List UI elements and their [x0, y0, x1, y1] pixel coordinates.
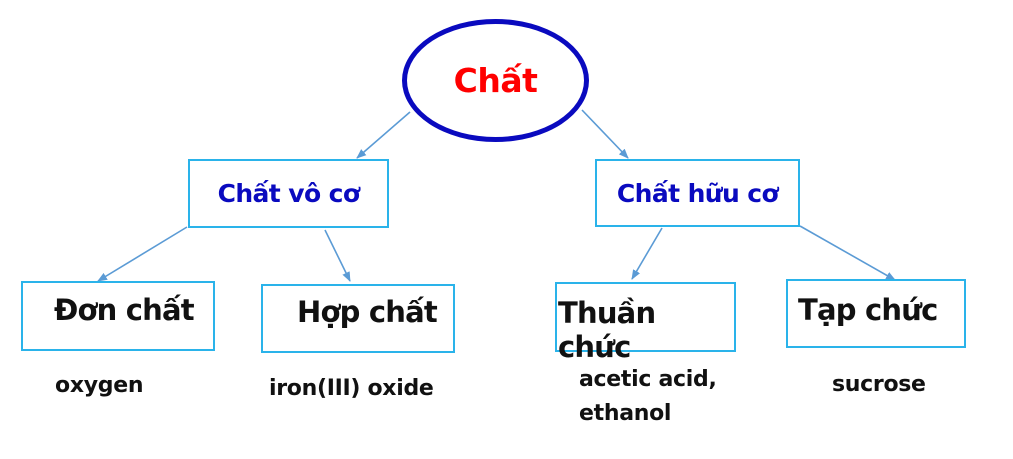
root-node-chat: Chất: [402, 19, 589, 142]
node-compound-label: Hợp chất: [297, 295, 438, 329]
example-multifunctional-text: sucrose: [832, 372, 926, 397]
node-element: Đơn chất: [21, 281, 215, 351]
example-multifunctional: sucrose: [832, 368, 926, 402]
arrow-organic-to-monofunctional: [631, 227, 663, 280]
node-multifunctional-label: Tạp chức: [798, 293, 938, 327]
example-element-text: oxygen: [55, 373, 144, 398]
example-element: oxygen: [55, 369, 143, 403]
arrow-root-to-inorganic: [356, 111, 411, 159]
example-compound: iron(III) oxide: [269, 372, 434, 406]
node-organic: Chất hữu cơ: [595, 159, 800, 227]
node-inorganic-label: Chất vô cơ: [217, 179, 360, 208]
arrow-inorganic-to-element: [97, 226, 188, 282]
node-multifunctional: Tạp chức: [786, 279, 966, 348]
example-monofunctional-line-2: ethanol: [579, 401, 672, 426]
arrow-root-to-organic: [581, 109, 629, 159]
example-compound-text: iron(III) oxide: [269, 376, 434, 401]
node-element-label: Đơn chất: [54, 293, 195, 327]
arrow-organic-to-multifunctional: [799, 225, 896, 281]
example-monofunctional: acetic acid, ethanol: [579, 363, 717, 431]
node-compound: Hợp chất: [261, 284, 455, 353]
example-monofunctional-line-1: acetic acid,: [579, 367, 717, 392]
node-monofunctional: Thuần chức: [555, 282, 736, 364]
node-monofunctional-label: Thuần chức: [558, 296, 656, 364]
arrow-inorganic-to-compound: [324, 229, 351, 282]
node-inorganic: Chất vô cơ: [188, 159, 389, 228]
root-label: Chất: [453, 61, 538, 100]
node-organic-label: Chất hữu cơ: [616, 178, 779, 208]
